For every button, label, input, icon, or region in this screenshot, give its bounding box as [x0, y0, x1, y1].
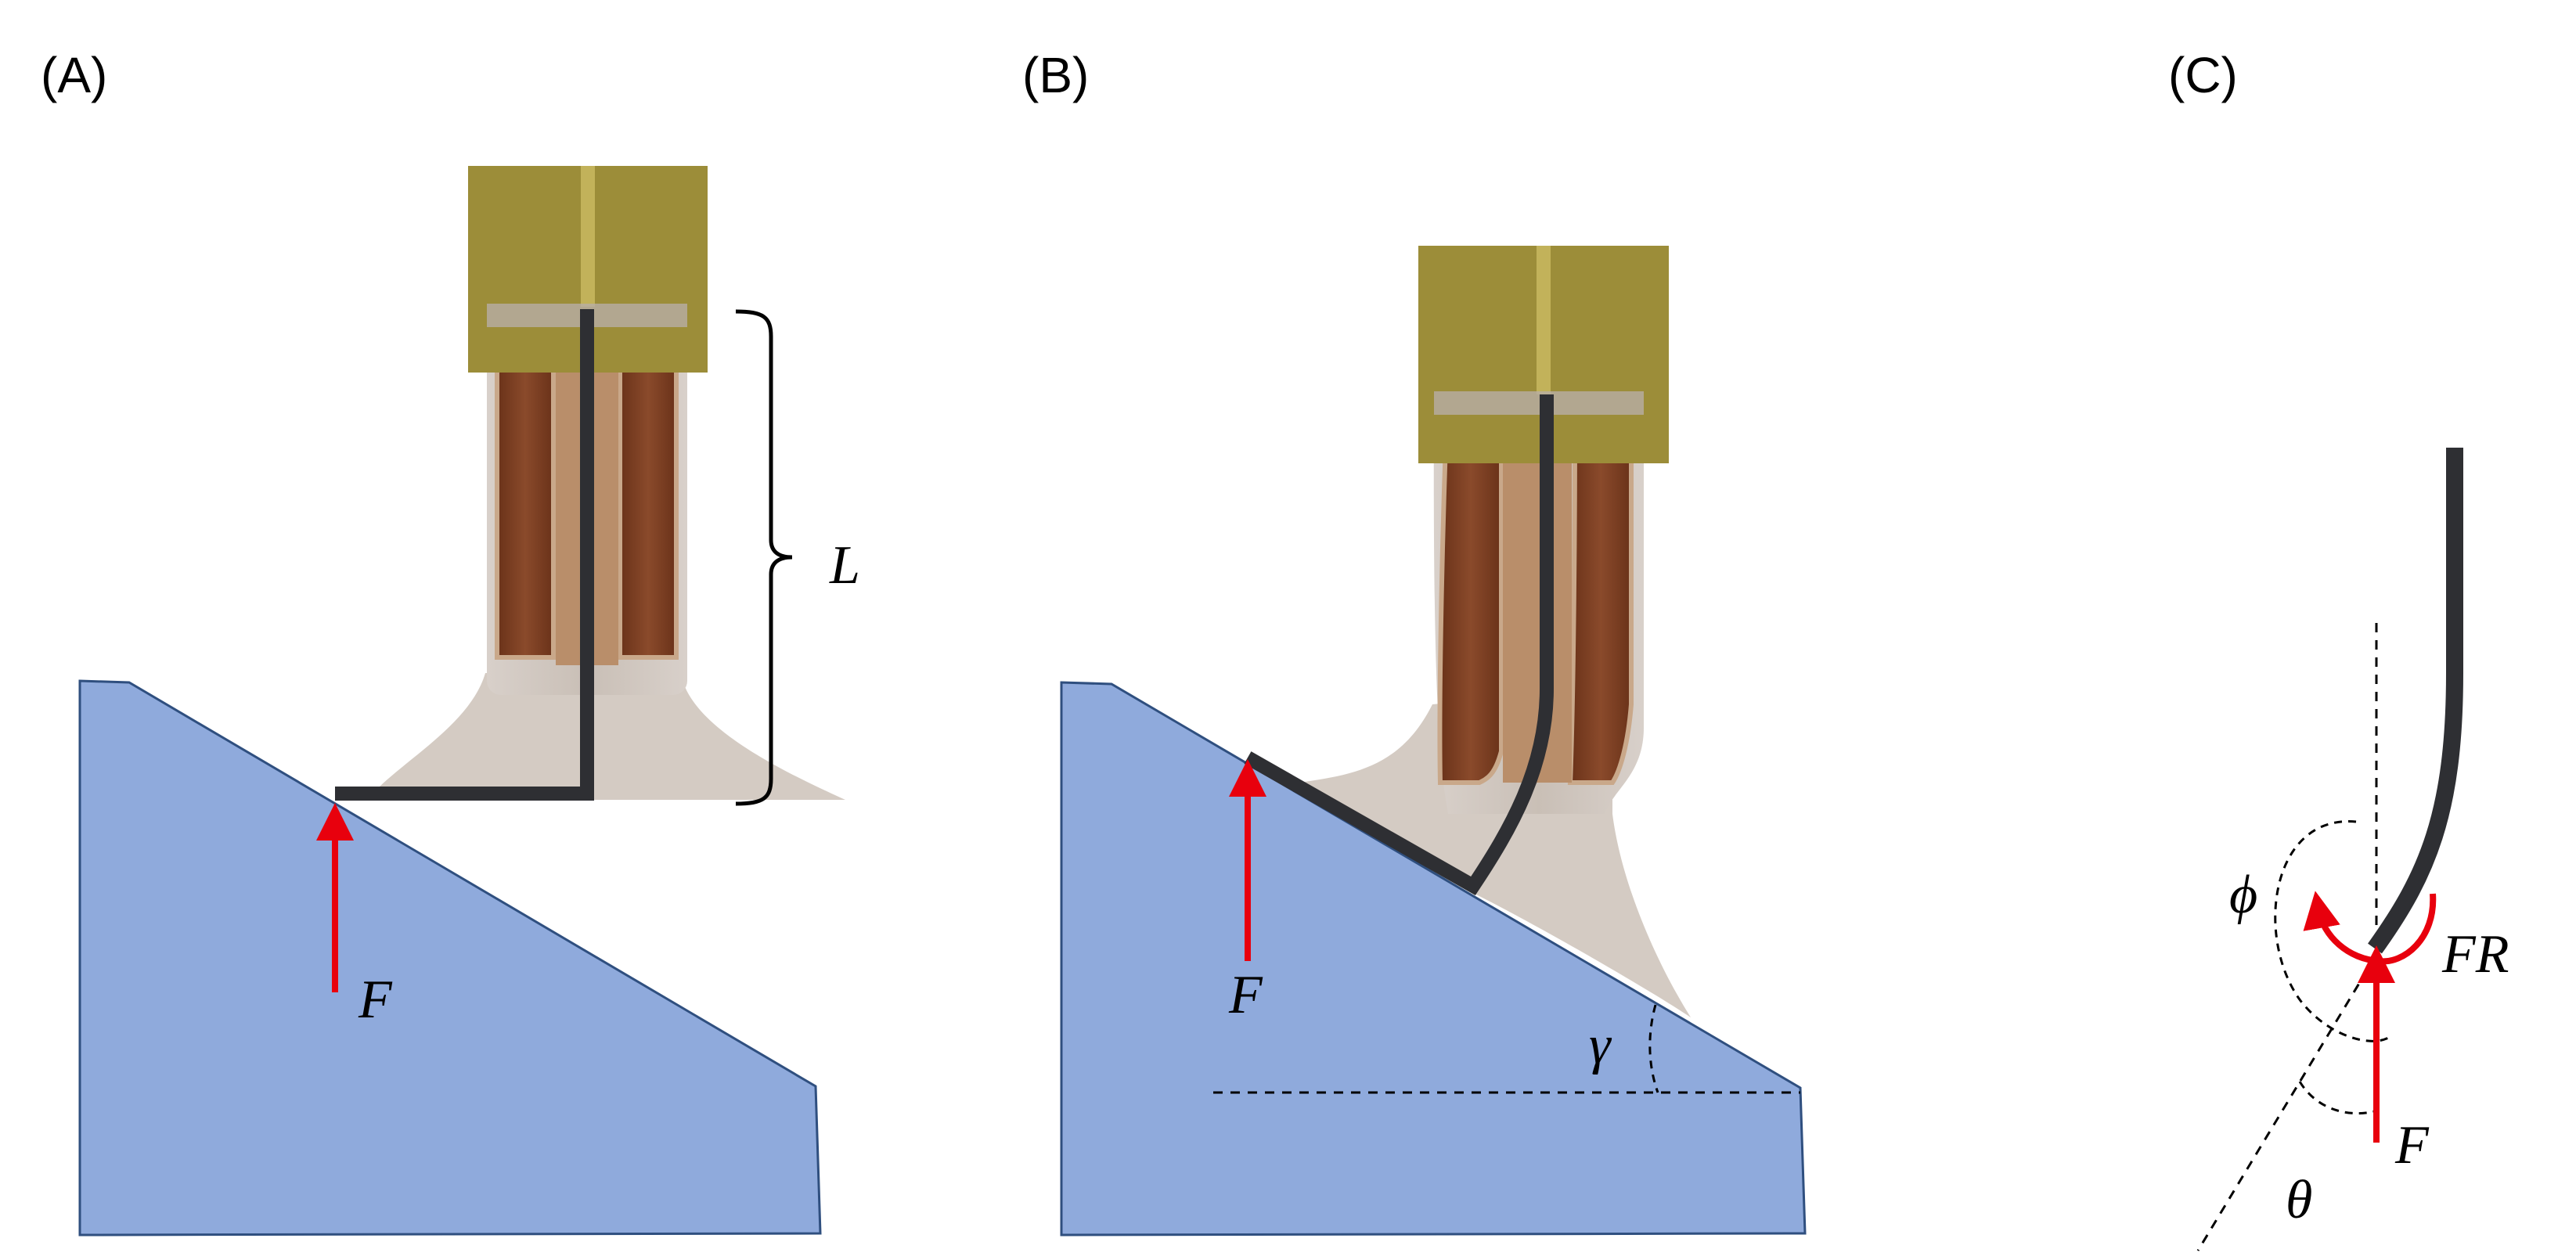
theta-arc	[2298, 1081, 2376, 1115]
clamp-slot-b	[1537, 246, 1551, 394]
panel-a-label: (A)	[41, 47, 107, 103]
panel-b: (B) γ F	[1022, 47, 1807, 1237]
phi-arc	[2274, 820, 2394, 1042]
panel-c: (C) ϕ FR θ F	[2168, 47, 2509, 1251]
filament-b	[1244, 394, 1554, 895]
sleeve-flare-a	[368, 673, 845, 800]
coil-left-b	[1437, 420, 1504, 785]
theta-label: θ	[2286, 1170, 2312, 1230]
filament-a	[335, 309, 594, 801]
actuator-b	[1244, 246, 1691, 1017]
coil-left-a	[495, 326, 556, 660]
force-label-b: F	[1228, 965, 1263, 1025]
coil-right-a	[618, 326, 679, 660]
gamma-arc	[1648, 1004, 1659, 1093]
panel-b-label: (B)	[1022, 47, 1089, 103]
gamma-label: γ	[1589, 1015, 1612, 1075]
filament-c	[2368, 448, 2463, 954]
tangent-line-c	[2196, 954, 2378, 1251]
clamp-slot-a	[581, 166, 595, 307]
panel-a: (A) L F	[41, 47, 860, 1237]
panel-c-label: (C)	[2168, 47, 2238, 103]
moment-label: FR	[2441, 924, 2509, 985]
incline-block-a	[78, 679, 822, 1237]
force-label-a: F	[358, 970, 393, 1030]
force-label-c: F	[2394, 1115, 2430, 1175]
length-label: L	[829, 535, 860, 596]
actuator-a	[335, 166, 845, 801]
phi-label: ϕ	[2229, 865, 2257, 925]
length-brace	[735, 309, 793, 806]
coil-right-b	[1567, 420, 1634, 785]
sleeve-top-b	[1434, 391, 1644, 415]
